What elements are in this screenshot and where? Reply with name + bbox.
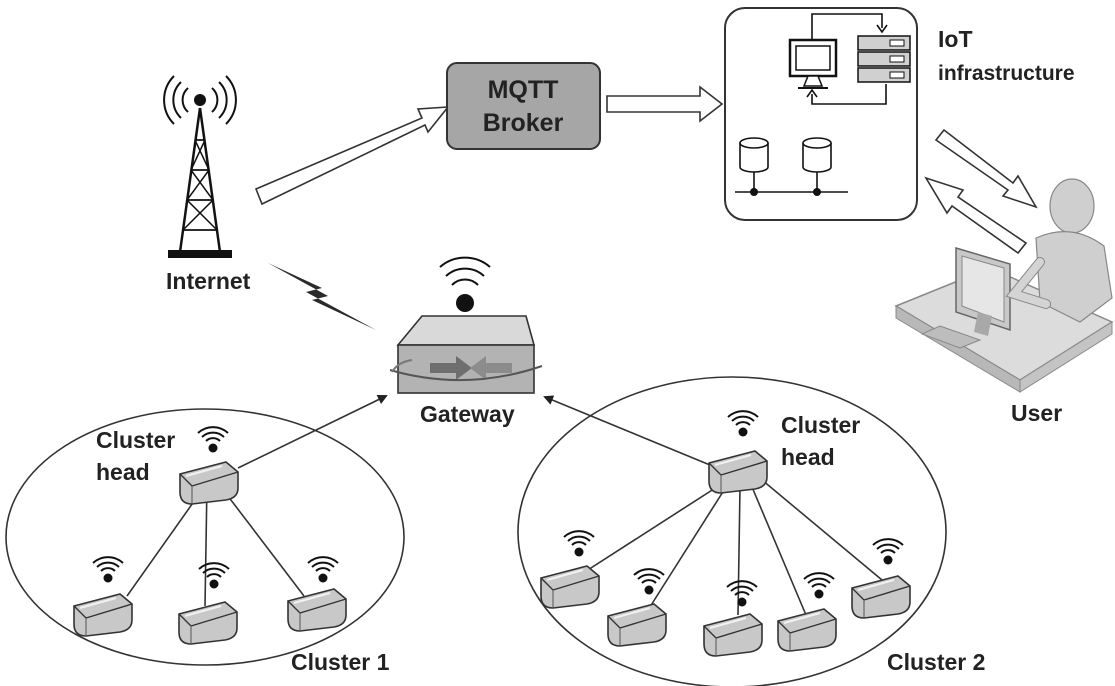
database-icon xyxy=(802,137,832,196)
gateway-antenna-icon xyxy=(439,256,491,312)
cluster-2-head-node xyxy=(708,450,768,494)
cluster-1-boundary xyxy=(5,408,405,666)
cluster-1-node xyxy=(73,593,133,637)
cluster-1-name: Cluster 1 xyxy=(291,649,390,675)
cluster-2-name: Cluster 2 xyxy=(887,649,985,675)
cluster-2-node xyxy=(607,603,667,647)
server-rack-icon xyxy=(857,35,911,83)
iot-infrastructure-label-line2: infrastructure xyxy=(938,62,1075,85)
mqtt-broker-box xyxy=(446,62,601,150)
cluster-1-node-wifi-icon xyxy=(198,562,230,590)
user-workstation-icon xyxy=(894,178,1114,393)
iot-infrastructure-label-line1: IoT xyxy=(938,26,973,52)
cluster-2-head-wifi-icon xyxy=(727,410,759,438)
wireless-link-bolt-icon xyxy=(268,263,376,330)
cluster-2-node xyxy=(777,608,837,652)
monitor-icon xyxy=(788,38,838,89)
arrow-infrastructure-to-user xyxy=(934,128,1038,209)
cluster-2-node xyxy=(703,613,763,657)
cluster-1-node-wifi-icon xyxy=(307,556,339,584)
cluster-1-node xyxy=(178,601,238,645)
arrow-user-to-infrastructure xyxy=(924,176,1028,255)
cluster-2-node-wifi-icon xyxy=(872,538,904,566)
database-icon xyxy=(739,137,769,196)
cluster-2-boundary xyxy=(517,376,947,686)
mqtt-broker-label-line1: MQTT xyxy=(488,76,559,104)
cluster-1-head-label-line2: head xyxy=(96,459,150,485)
gateway-device xyxy=(389,315,543,394)
cluster-2-node-wifi-icon xyxy=(803,572,835,600)
mqtt-broker-label-line2: Broker xyxy=(483,109,564,137)
cluster-1-node xyxy=(287,588,347,632)
cluster-2-node xyxy=(851,575,911,619)
arrow-internet-to-broker xyxy=(254,106,450,206)
cluster-1-head-node xyxy=(179,461,239,505)
internet-label: Internet xyxy=(166,268,251,294)
sync-arrows-icon xyxy=(806,13,888,105)
user-label: User xyxy=(1011,400,1062,426)
cluster-2-head-label-line1: Cluster xyxy=(781,412,860,438)
cluster-1-head-wifi-icon xyxy=(197,426,229,454)
cluster-2-node-wifi-icon xyxy=(563,530,595,558)
cluster-2-node-wifi-icon xyxy=(726,580,758,608)
cluster-1-head-label-line1: Cluster xyxy=(96,427,175,453)
gateway-label: Gateway xyxy=(420,401,515,427)
cluster-1-node-wifi-icon xyxy=(92,556,124,584)
cluster-2-links xyxy=(543,395,883,616)
arrow-broker-to-infrastructure xyxy=(606,85,724,123)
internet-tower-icon xyxy=(163,75,237,258)
cluster-2-head-label-line2: head xyxy=(781,444,835,470)
cluster-2-node xyxy=(540,565,600,609)
